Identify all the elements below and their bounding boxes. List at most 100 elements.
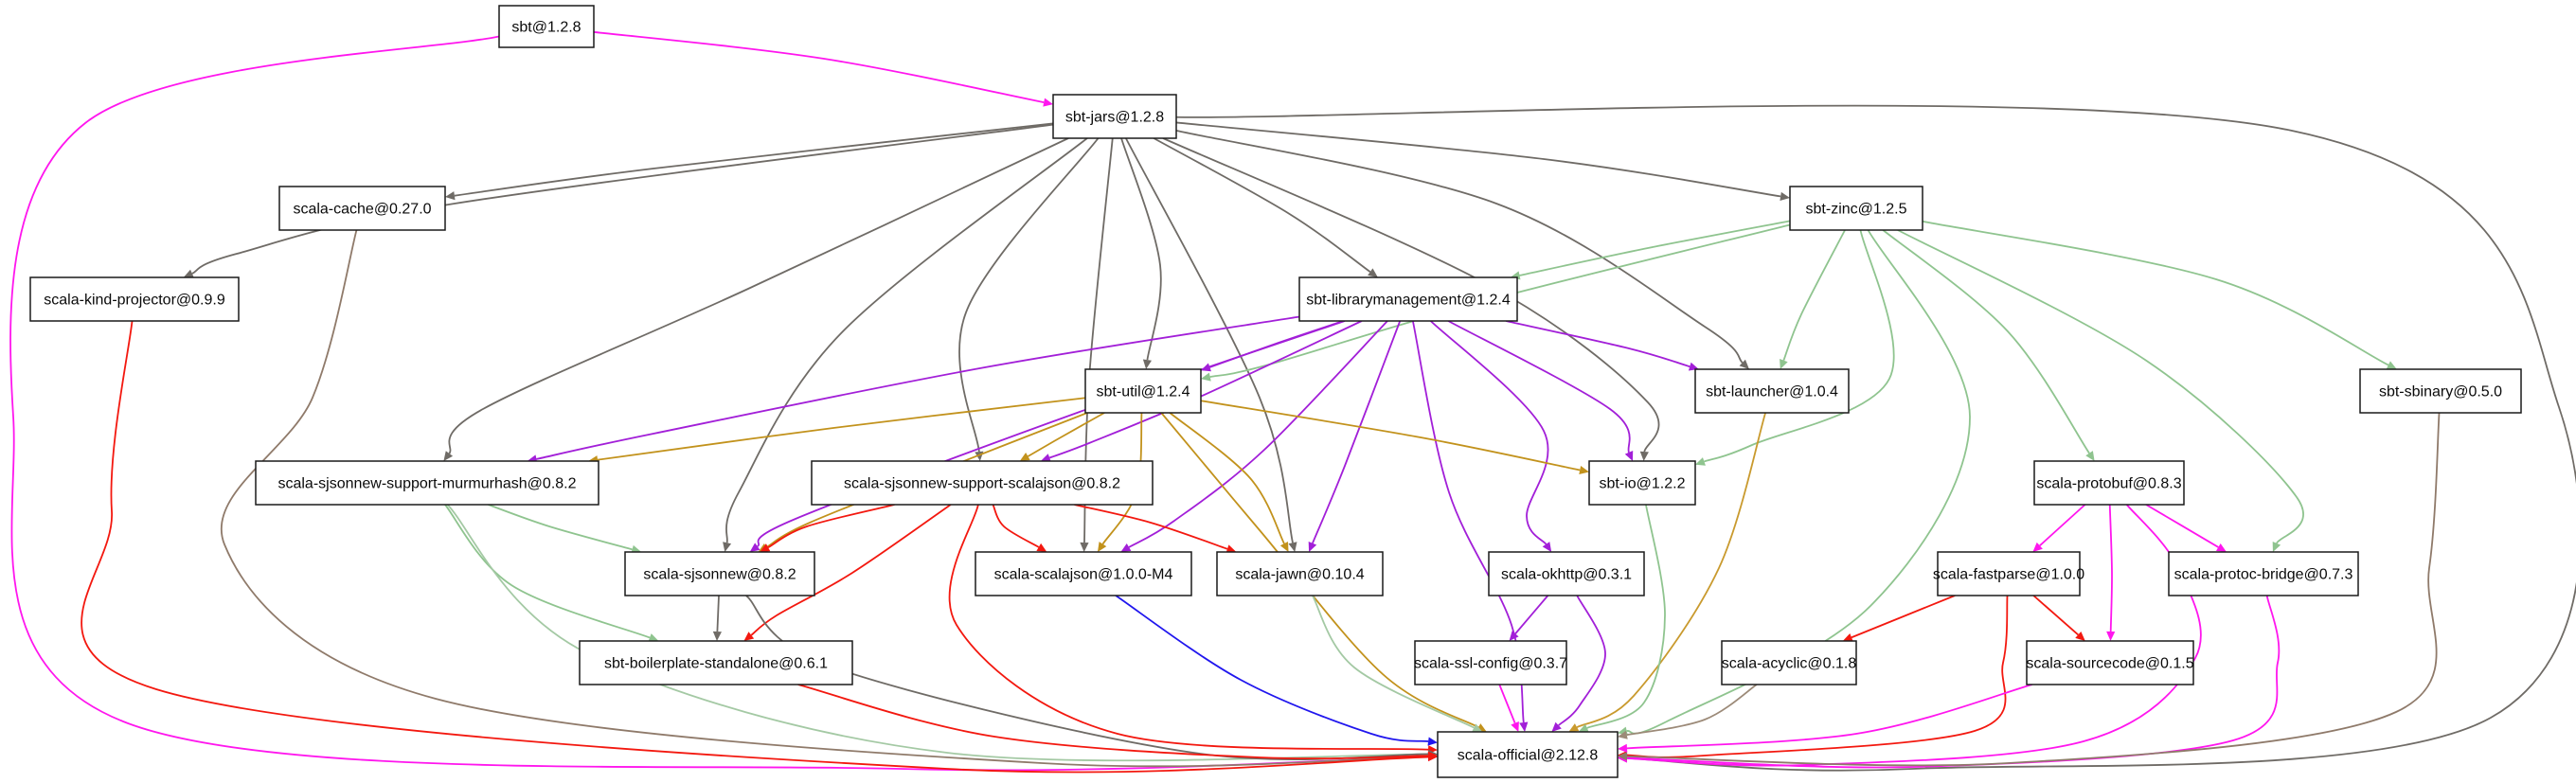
node-label-protobuf: scala-protobuf@0.8.3: [2036, 476, 2181, 492]
edge-sjsonnew-to-boilerplate: [716, 595, 720, 632]
edge-support-scalajson-to-scalajson: [992, 504, 1040, 548]
arrowhead-sbt-to-sbt-jars: [1043, 98, 1053, 107]
edge-sbt-jars-to-librarymanagement: [1153, 137, 1371, 273]
edge-librarymanagement-to-sbt-launcher: [1505, 320, 1690, 368]
node-fastparse: scala-fastparse@1.0.0: [1933, 551, 2084, 596]
node-ssl-config: scala-ssl-config@0.3.7: [1414, 640, 1567, 685]
node-boilerplate: sbt-boilerplate-standalone@0.6.1: [579, 640, 853, 685]
arrowhead-sbt-jars-to-sjsonnew: [723, 542, 732, 552]
edge-okhttp-to-ssl-config: [1514, 595, 1549, 634]
edge-support-scalajson-to-sjsonnew: [767, 504, 895, 549]
arrowhead-support-scalajson-to-sjsonnew: [760, 543, 771, 552]
edge-murmurhash-to-boilerplate: [444, 504, 651, 639]
edge-sbt-jars-to-sbt-zinc: [1175, 121, 1781, 198]
node-scala-cache: scala-cache@0.27.0: [278, 186, 446, 231]
edge-librarymanagement-to-okhttp: [1430, 320, 1549, 545]
node-box-librarymanagement: [1298, 276, 1518, 322]
node-label-sbt-jars: sbt-jars@1.2.8: [1065, 110, 1164, 126]
edge-fastparse-to-official: [1626, 595, 2009, 758]
node-box-protoc-bridge: [2168, 551, 2359, 596]
edge-sbt-sbinary-to-official: [1626, 412, 2441, 767]
arrowhead-librarymanagement-to-official: [1519, 721, 1529, 732]
edge-scala-cache-to-official: [221, 229, 1429, 768]
arrowhead-librarymanagement-to-sjsonnew: [749, 543, 760, 552]
arrowhead-sbt-jars-to-jawn: [1288, 542, 1297, 552]
arrowhead-sbt-zinc-to-sbt-util: [1201, 372, 1211, 382]
edge-sourcecode-to-official: [1626, 684, 2033, 750]
node-label-jawn: scala-jawn@0.10.4: [1235, 567, 1364, 583]
node-box-scala-cache: [278, 186, 446, 231]
node-box-scalajson: [975, 551, 1192, 596]
arrowhead-sbt-util-to-support-scalajson: [1019, 453, 1030, 461]
arrowhead-protobuf-to-protoc-bridge: [2215, 543, 2227, 552]
arrowhead-librarymanagement-to-okhttp: [1542, 542, 1552, 552]
node-box-ssl-config: [1414, 640, 1567, 685]
node-sbt: sbt@1.2.8: [498, 5, 595, 48]
arrowhead-fastparse-to-sourcecode: [2075, 631, 2085, 641]
node-sbt-io: sbt-io@1.2.2: [1588, 460, 1696, 506]
node-box-official: [1437, 731, 1619, 778]
node-sjsonnew: scala-sjsonnew@0.8.2: [624, 551, 815, 596]
node-scalajson: scala-scalajson@1.0.0-M4: [975, 551, 1192, 596]
node-label-sbt-io: sbt-io@1.2.2: [1600, 476, 1686, 492]
edge-protobuf-to-sourcecode: [2108, 504, 2113, 632]
arrowhead-sbt-jars-to-murmurhash: [443, 451, 454, 461]
arrowhead-sbt-io-to-official: [1578, 723, 1589, 733]
edge-kind-projector-to-official: [80, 320, 1429, 774]
arrowhead-sbt-jars-to-kind-projector: [183, 269, 194, 278]
edge-protobuf-to-protoc-bridge: [2145, 504, 2219, 548]
arrowhead-sbt-util-to-jawn: [1279, 542, 1289, 552]
edge-layer: [9, 30, 2576, 774]
edge-support-scalajson-to-boilerplate: [750, 504, 952, 636]
edge-librarymanagement-to-sbt-io: [1447, 320, 1631, 454]
node-label-sbt: sbt@1.2.8: [511, 20, 581, 36]
node-protoc-bridge: scala-protoc-bridge@0.7.3: [2168, 551, 2359, 596]
edge-librarymanagement-to-jawn: [1312, 320, 1402, 544]
node-sourcecode: scala-sourcecode@0.1.5: [2026, 640, 2194, 685]
edge-sbt-to-official: [9, 35, 1429, 772]
node-box-kind-projector: [29, 276, 240, 322]
arrowhead-protobuf-to-sourcecode: [2106, 631, 2116, 641]
edge-murmurhash-to-sjsonnew: [488, 504, 633, 551]
edge-librarymanagement-to-sjsonnew: [757, 320, 1346, 547]
edge-sbt-jars-to-sjsonnew: [725, 137, 1088, 543]
arrowhead-sbt-jars-to-sbt-launcher: [1739, 359, 1749, 369]
edge-support-scalajson-to-official: [948, 504, 1429, 751]
node-label-support-scalajson: scala-sjsonnew-support-scalajson@0.8.2: [844, 476, 1120, 492]
node-label-librarymanagement: sbt-librarymanagement@1.2.4: [1306, 293, 1511, 309]
edge-fastparse-to-acyclic: [1851, 595, 1956, 639]
node-okhttp: scala-okhttp@0.3.1: [1488, 551, 1645, 596]
edge-sbt-zinc-to-protoc-bridge: [1897, 229, 2304, 544]
edge-sbt-jars-to-kind-projector: [191, 123, 1054, 275]
edge-sbt-to-sbt-jars: [593, 30, 1045, 104]
node-box-sjsonnew: [624, 551, 815, 596]
arrowhead-support-scalajson-to-boilerplate: [743, 632, 755, 641]
arrowhead-sbt-jars-to-sbt-util: [1142, 359, 1153, 369]
edge-sbt-zinc-to-sbt-sbinary: [1922, 220, 2389, 366]
edge-okhttp-to-official: [1558, 595, 1606, 726]
node-box-sbt-zinc: [1789, 186, 1923, 231]
node-label-sourcecode: scala-sourcecode@0.1.5: [2026, 656, 2193, 672]
edge-sbt-util-to-jawn: [1169, 412, 1285, 544]
edge-protobuf-to-fastparse: [2039, 504, 2086, 546]
edge-murmurhash-to-official: [446, 504, 1429, 762]
edge-sbt-jars-to-sbt-launcher: [1175, 129, 1744, 364]
node-box-support-scalajson: [811, 460, 1154, 506]
arrowhead-murmurhash-to-boilerplate: [648, 633, 659, 642]
node-label-official: scala-official@2.12.8: [1458, 748, 1599, 764]
edge-fastparse-to-sourcecode: [2032, 595, 2079, 636]
edge-librarymanagement-to-scalajson: [1128, 320, 1388, 548]
node-label-fastparse: scala-fastparse@1.0.0: [1933, 567, 2084, 583]
edge-acyclic-to-official: [1626, 684, 1758, 737]
node-box-acyclic: [1721, 640, 1857, 685]
edge-sbt-jars-to-jawn: [1125, 137, 1294, 543]
arrowhead-sbt-jars-to-scala-cache: [445, 191, 456, 201]
arrowhead-jawn-to-official: [1472, 723, 1483, 732]
arrowhead-support-scalajson-to-jawn: [1225, 544, 1237, 554]
edge-sbt-zinc-to-sbt-io: [1704, 229, 1895, 463]
node-sbt-zinc: sbt-zinc@1.2.5: [1789, 186, 1923, 231]
edge-sbt-zinc-to-sbt-launcher: [1782, 229, 1846, 361]
arrowhead-sbt-zinc-to-sbt-launcher: [1780, 359, 1788, 369]
arrowhead-sbt-jars-to-scalajson: [1080, 542, 1089, 552]
arrowhead-librarymanagement-to-scalajson: [1120, 543, 1132, 552]
